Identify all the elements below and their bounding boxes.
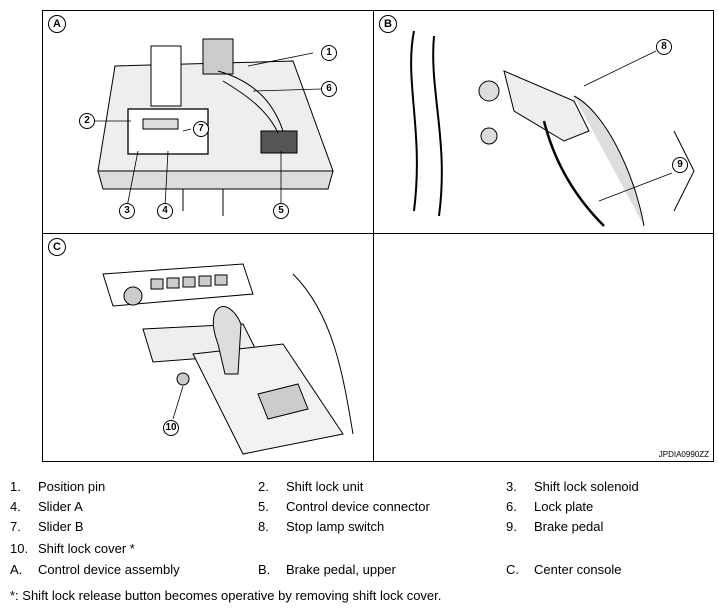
legend-text: Position pin xyxy=(38,479,106,494)
legend-text: Brake pedal xyxy=(534,519,604,534)
legend-item: 10. Shift lock cover * xyxy=(10,541,135,556)
legend-number: 7. xyxy=(10,519,21,534)
legend-number: 3. xyxy=(506,479,517,494)
callout-4: 4 xyxy=(157,203,173,219)
panel-label: B xyxy=(379,15,397,33)
legend-text: Center console xyxy=(534,562,622,577)
legend-number: 5. xyxy=(258,499,269,514)
legend-text: Slider B xyxy=(38,519,84,534)
legend-number: 4. xyxy=(10,499,21,514)
callout-10: 10 xyxy=(163,420,179,436)
legend-item: C. Center console xyxy=(506,562,621,577)
callout-6: 6 xyxy=(321,81,337,97)
callout-5: 5 xyxy=(273,203,289,219)
panel-b-brake-pedal-upper: B 8 9 xyxy=(374,11,713,234)
legend-item: B. Brake pedal, upper xyxy=(258,562,396,577)
legend-text: Shift lock solenoid xyxy=(534,479,639,494)
legend-number: 2. xyxy=(258,479,269,494)
legend-number: C. xyxy=(506,562,519,577)
panel-empty xyxy=(374,234,713,461)
panel-label: A xyxy=(48,15,66,33)
legend-text: Control device connector xyxy=(286,499,430,514)
center-console-illustration xyxy=(102,263,354,455)
legend-text: Control device assembly xyxy=(38,562,180,577)
legend-text: Stop lamp switch xyxy=(286,519,385,534)
callout-1: 1 xyxy=(321,45,337,61)
callout-3: 3 xyxy=(119,203,135,219)
callout-8: 8 xyxy=(656,39,672,55)
legend-item: 7. Slider B xyxy=(10,519,84,534)
panel-label: C xyxy=(48,238,66,256)
legend-text: Shift lock unit xyxy=(286,479,364,494)
brake-pedal-illustration xyxy=(410,30,695,227)
legend-number: B. xyxy=(258,562,271,577)
legend-number: 10. xyxy=(10,541,29,556)
callout-9: 9 xyxy=(672,157,688,173)
legend-number: 1. xyxy=(10,479,21,494)
legend-number: A. xyxy=(10,562,23,577)
legend-item: 3. Shift lock solenoid xyxy=(506,479,639,494)
legend-text: Brake pedal, upper xyxy=(286,562,396,577)
panel-a-control-device-assembly: A 1 2 3 4 5 6 7 xyxy=(43,11,374,234)
legend-text: Slider A xyxy=(38,499,83,514)
legend-number: 8. xyxy=(258,519,269,534)
callout-2: 2 xyxy=(79,113,95,129)
legend-item: 9. Brake pedal xyxy=(506,519,603,534)
legend-text: Shift lock cover * xyxy=(38,541,135,556)
legend-item: 4. Slider A xyxy=(10,499,83,514)
panel-c-center-console: C 10 xyxy=(43,234,374,461)
legend-item: 8. Stop lamp switch xyxy=(258,519,384,534)
footnote: *: Shift lock release button becomes ope… xyxy=(10,588,442,603)
legend-item: 6. Lock plate xyxy=(506,499,593,514)
legend-text: Lock plate xyxy=(534,499,594,514)
legend-number: 6. xyxy=(506,499,517,514)
legend-item: 2. Shift lock unit xyxy=(258,479,363,494)
legend-item: 1. Position pin xyxy=(10,479,105,494)
legend-item: 5. Control device connector xyxy=(258,499,430,514)
legend-number: 9. xyxy=(506,519,517,534)
legend-item: A. Control device assembly xyxy=(10,562,180,577)
figure-frame: A 1 2 3 4 5 6 7 B 8 9 xyxy=(42,10,714,462)
callout-7: 7 xyxy=(193,121,209,137)
figure-id: JPDIA0990ZZ xyxy=(658,450,709,459)
